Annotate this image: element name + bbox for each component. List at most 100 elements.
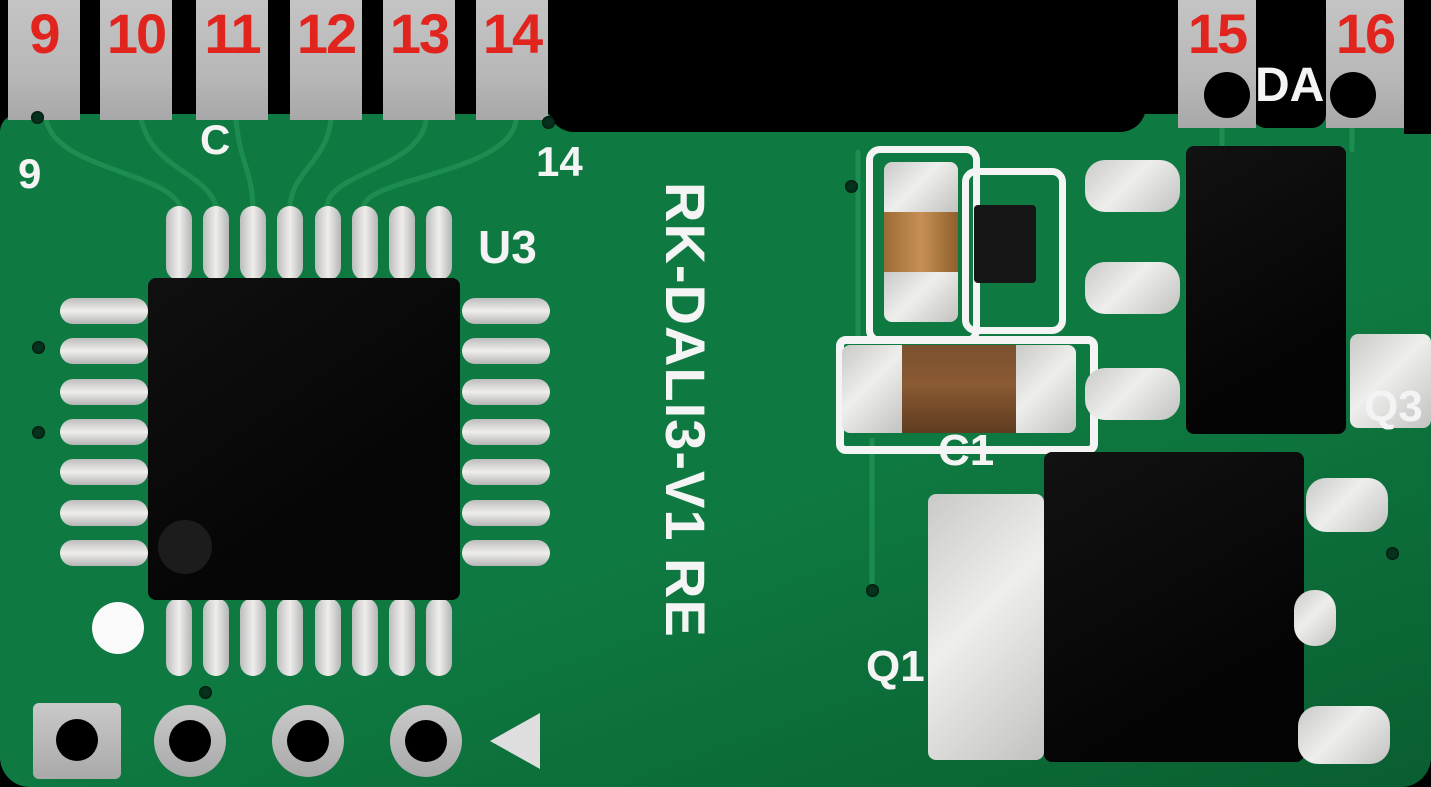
via-hole <box>845 180 858 193</box>
qfp-pins-left <box>60 298 148 566</box>
pin-number-label: 12 <box>296 2 357 65</box>
via-hole <box>1386 547 1399 560</box>
via-hole <box>542 116 555 129</box>
capacitor-c1 <box>842 345 1076 433</box>
ic-pin <box>425 598 452 676</box>
pad-hole <box>169 720 211 762</box>
silkscreen-pin14-label: 14 <box>536 138 583 185</box>
q3-lead <box>1085 368 1180 420</box>
silkscreen-c1-label: C1 <box>938 426 995 475</box>
ic-pin <box>166 598 192 676</box>
ic-pin <box>203 598 230 676</box>
pad-hole <box>56 719 98 761</box>
edge-pad-11: 11 <box>196 0 268 120</box>
q1-lead <box>1298 706 1390 764</box>
ic-pin <box>240 206 267 280</box>
board-edge-notch <box>548 0 1146 132</box>
ic-pin <box>314 206 341 280</box>
ic-pin <box>314 598 341 676</box>
silkscreen-da-label: DA <box>1255 59 1325 112</box>
q1-lead <box>1306 478 1388 532</box>
ic-pin <box>240 598 267 676</box>
pin-number-label: 13 <box>389 2 450 65</box>
q3-lead <box>1085 262 1180 314</box>
qfp-pins-top <box>166 206 452 280</box>
bottom-square-pad <box>33 703 121 779</box>
ic-pin <box>60 298 148 324</box>
ic-pin <box>388 598 415 676</box>
via-hole <box>31 111 44 124</box>
ic-pin <box>277 206 304 280</box>
ic-pin <box>203 206 230 280</box>
q3-lead <box>1085 160 1180 212</box>
ic-pin <box>462 378 550 405</box>
ic-pin <box>462 298 550 324</box>
board-edge-notch <box>1404 0 1431 134</box>
pad-hole <box>1204 72 1250 118</box>
capacitor-body <box>902 345 1016 433</box>
bottom-round-pad <box>154 705 226 777</box>
pin-number-label: 16 <box>1335 2 1396 65</box>
pad-hole <box>1330 72 1376 118</box>
ic-pin <box>277 598 304 676</box>
small-chip <box>974 205 1036 283</box>
ic-pin <box>462 418 550 445</box>
ic-pin <box>388 206 415 280</box>
capacitor-vertical <box>884 162 958 322</box>
silkscreen-q3-label: Q3 <box>1364 382 1423 431</box>
silkscreen-pin9-label: 9 <box>18 150 42 197</box>
qfp-pins-right <box>462 298 550 566</box>
ic-pin <box>462 459 550 486</box>
ic-pin <box>351 206 378 280</box>
ic-pin <box>60 459 148 486</box>
pin-number-label: 14 <box>482 2 543 65</box>
edge-pad-9: 9 <box>8 0 80 120</box>
edge-pad-14: 14 <box>476 0 548 120</box>
ic-pin <box>462 338 550 365</box>
capacitor-terminal <box>1016 345 1076 433</box>
pad-hole <box>287 720 329 762</box>
qfp-pins-bottom <box>166 598 452 676</box>
capacitor-terminal <box>884 272 958 322</box>
q1-tab <box>928 494 1044 760</box>
via-hole <box>32 341 45 354</box>
pin1-marker-dot <box>92 602 144 654</box>
ic-pin <box>60 499 148 526</box>
ic-pin <box>60 378 148 405</box>
ic-pin <box>60 338 148 365</box>
q3-tab <box>1350 334 1431 428</box>
ic-pin <box>60 539 148 566</box>
capacitor-terminal <box>842 345 902 433</box>
via-hole <box>32 426 45 439</box>
silkscreen-q1-label: Q1 <box>866 642 925 691</box>
ic-dimple <box>158 520 212 574</box>
capacitor-terminal <box>884 162 958 212</box>
capacitor-body <box>884 212 958 272</box>
edge-pad-10: 10 <box>100 0 172 120</box>
bottom-round-pad <box>390 705 462 777</box>
ic-pin <box>462 539 550 566</box>
via-hole <box>199 686 212 699</box>
via-hole <box>866 584 879 597</box>
transistor-q1-body <box>1044 452 1304 762</box>
pin-number-label: 15 <box>1187 2 1248 65</box>
q1-lead <box>1294 590 1336 646</box>
pad-hole <box>405 720 447 762</box>
silkscreen-outline-chip <box>962 168 1066 334</box>
bottom-round-pad <box>272 705 344 777</box>
pin-number-label: 9 <box>29 2 60 65</box>
pin-number-label: 11 <box>204 2 261 65</box>
edge-pad-12: 12 <box>290 0 362 120</box>
ic-pin <box>425 206 452 280</box>
silkscreen-board-name: RK-DALI3-V1 RE <box>654 182 717 638</box>
ic-pin <box>166 206 192 280</box>
silkscreen-c-label: C <box>200 116 231 163</box>
silkscreen-u3-label: U3 <box>478 221 537 273</box>
edge-pad-13: 13 <box>383 0 455 120</box>
pin-number-label: 10 <box>106 2 167 65</box>
ic-pin <box>462 499 550 526</box>
ic-pin <box>351 598 378 676</box>
silkscreen-arrow-marker <box>490 713 540 769</box>
